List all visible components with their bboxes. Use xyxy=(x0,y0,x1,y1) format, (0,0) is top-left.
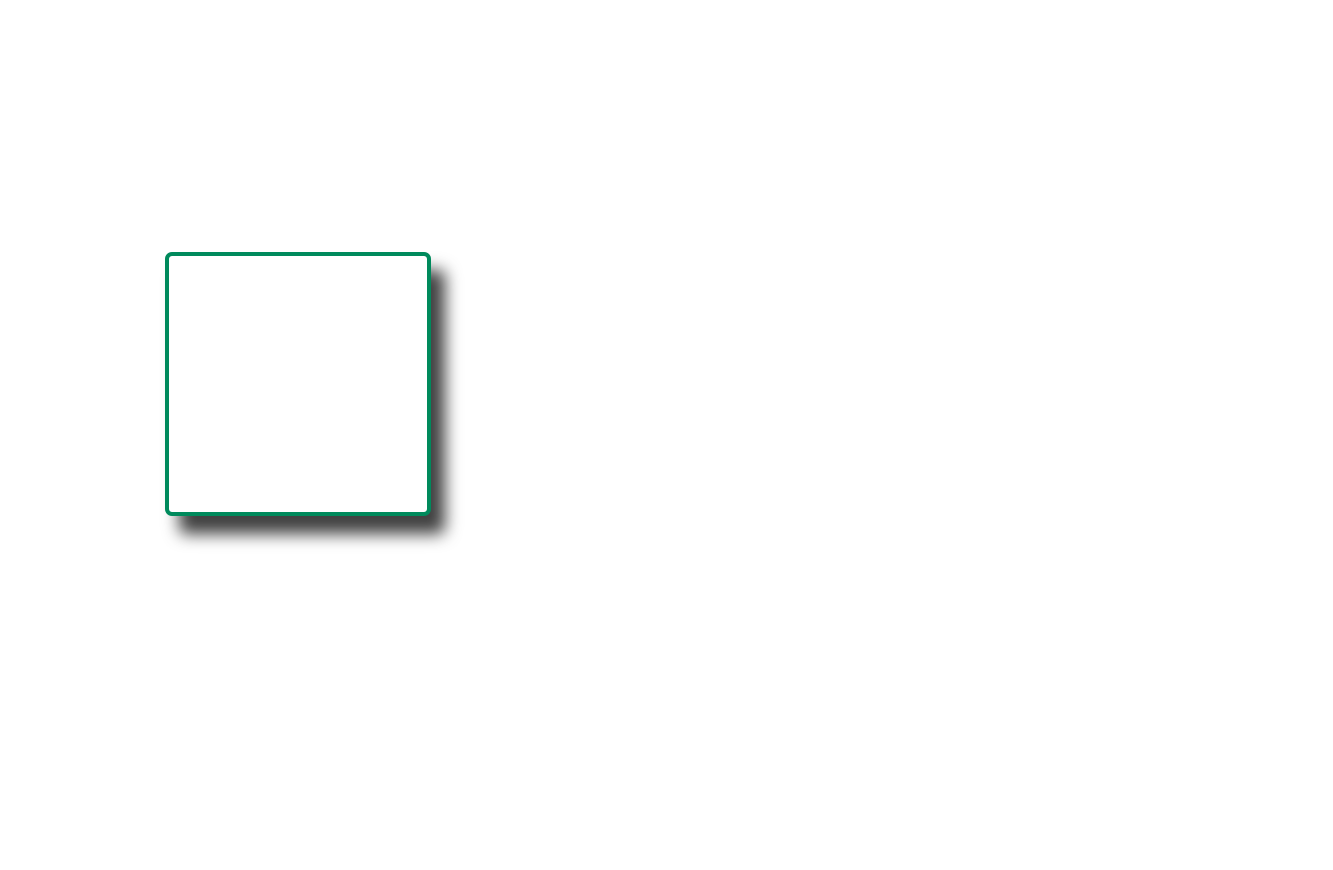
green-bordered-panel xyxy=(165,252,431,516)
